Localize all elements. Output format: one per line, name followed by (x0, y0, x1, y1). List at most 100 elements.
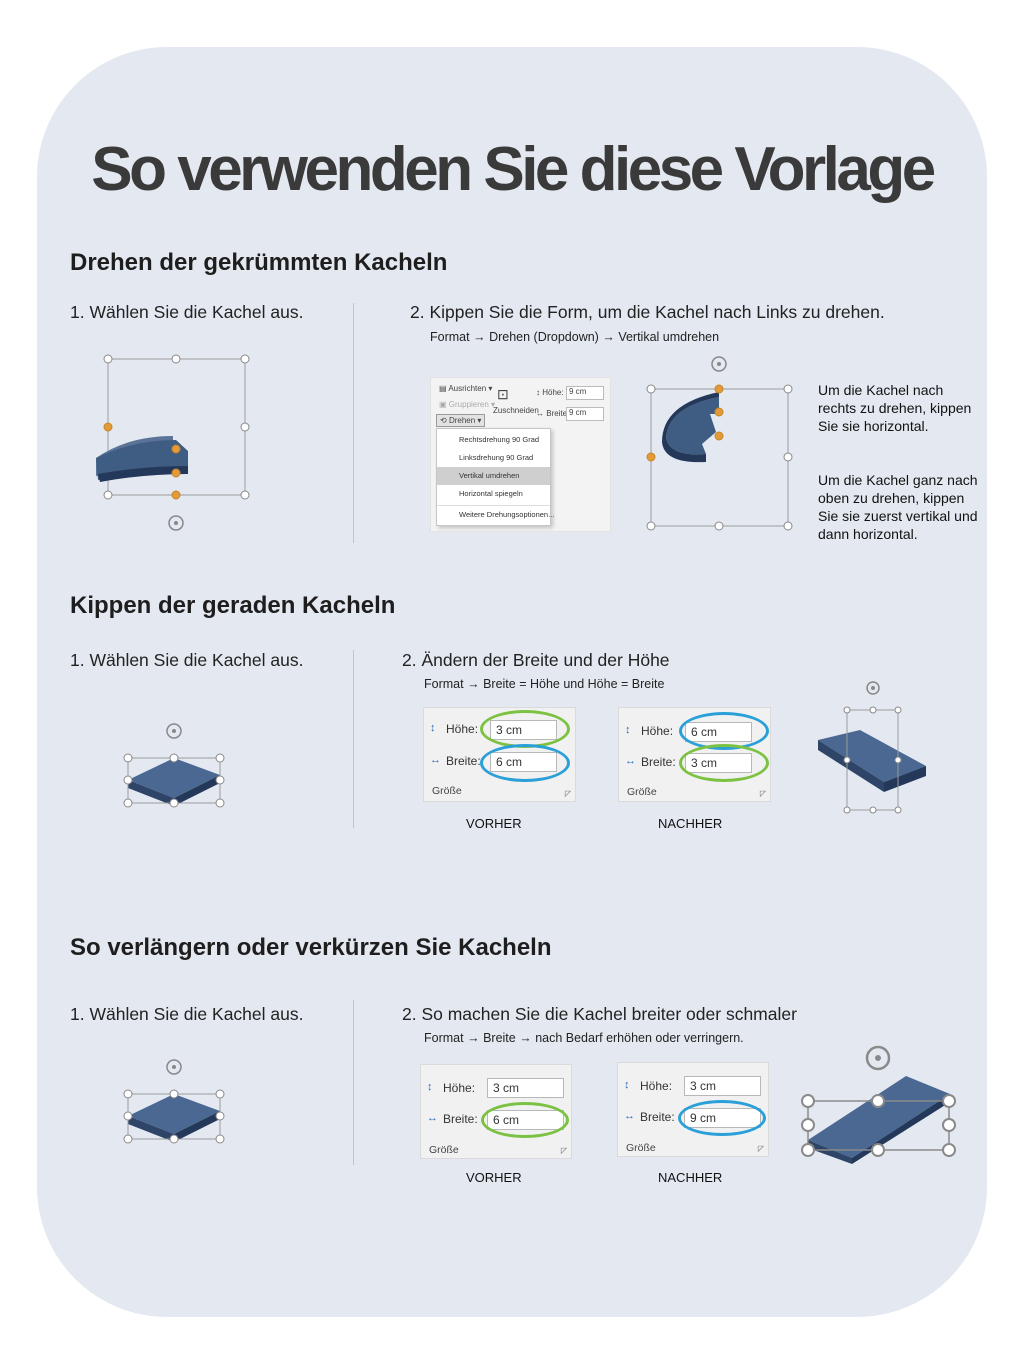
width-icon: ↔ (625, 755, 636, 767)
path-part: Format (424, 1031, 464, 1045)
ribbon-hoehe-input[interactable]: 9 cm (566, 386, 604, 400)
menu-path: Format Drehen (Dropdown) Vertikal umdreh… (430, 330, 719, 344)
size-panel-before: ↕ Höhe: 3 cm ↔ Breite: 6 cm Größe ◸ (420, 1064, 572, 1159)
straight-tile-selected[interactable] (118, 1054, 234, 1150)
ribbon-label: Drehen (448, 416, 476, 425)
dialog-launcher-icon[interactable]: ◸ (564, 789, 571, 798)
menu-item-flip-vertical[interactable]: Vertikal umdrehen (437, 467, 550, 485)
arrow-right-icon (473, 330, 486, 344)
step-2-width-change: 2. So machen Sie die Kachel breiter oder… (402, 1004, 797, 1024)
curved-tile-flipped[interactable] (640, 352, 800, 532)
menu-item-more-rotation[interactable]: Weitere Drehungsoptionen... (437, 505, 554, 524)
ribbon-ausrichten[interactable]: ▤ Ausrichten ▾ (439, 384, 493, 393)
path-part: Vertikal umdrehen (618, 330, 720, 344)
path-part: Format (424, 677, 464, 691)
menu-path: Format Breite nach Bedarf erhöhen oder v… (424, 1031, 744, 1045)
step-2-flip-shape: 2. Kippen Sie die Form, um die Kachel na… (410, 302, 885, 322)
ribbon-breite: ↔ Breite: (536, 409, 569, 418)
step-1-select-tile: 1. Wählen Sie die Kachel aus. (70, 302, 304, 322)
arrow-right-icon (467, 1031, 480, 1045)
divider-line (353, 1000, 354, 1165)
straight-tile-flipped[interactable] (812, 678, 932, 818)
height-input[interactable]: 3 cm (487, 1078, 564, 1098)
height-label: Höhe: (641, 724, 674, 738)
ribbon-breite-input[interactable]: 9 cm (566, 407, 604, 421)
height-icon: ↕ (536, 388, 540, 397)
caption-after: NACHHER (658, 1170, 723, 1185)
width-icon: ↔ (430, 754, 441, 766)
size-group-label: Größe (429, 1144, 459, 1156)
section-heading-extend-shorten: So verlängern oder verkürzen Sie Kacheln (70, 934, 552, 961)
menu-item-rotate-left[interactable]: Linksdrehung 90 Grad (459, 453, 534, 462)
width-icon: ↔ (427, 1112, 438, 1124)
ribbon-drehen-dropdown[interactable]: ⟲ Drehen ▾ (436, 414, 486, 427)
height-input[interactable]: 3 cm (684, 1076, 761, 1096)
height-label: Höhe: (640, 1079, 673, 1093)
height-label: Höhe: (443, 1081, 476, 1095)
divider-line (353, 650, 354, 828)
dialog-launcher-icon[interactable]: ◸ (560, 1146, 567, 1155)
width-label: Breite: (641, 755, 676, 769)
path-part: nach Bedarf erhöhen oder verringern. (535, 1031, 744, 1045)
format-ribbon-screenshot: ▤ Ausrichten ▾ ▣ Gruppieren ▾ ⟲ Drehen ▾… (430, 377, 611, 532)
width-label: Breite: (640, 1110, 675, 1124)
caption-before: VORHER (466, 816, 522, 831)
curved-tile-selected[interactable] (88, 348, 258, 538)
arrow-right-icon (519, 1031, 532, 1045)
rotate-handle-icon (711, 356, 727, 372)
height-icon: ↕ (430, 722, 436, 734)
rotate-handle-icon (166, 723, 182, 739)
width-icon: ↔ (536, 409, 544, 418)
size-panel-before: ↕ Höhe: 3 cm ↔ Breite: 6 cm Größe ◸ (423, 707, 576, 802)
size-group-label: Größe (626, 1142, 656, 1154)
highlight-ellipse-green (480, 710, 570, 748)
straight-tile-selected[interactable] (118, 718, 234, 814)
height-icon: ↕ (427, 1081, 433, 1093)
highlight-ellipse-blue (480, 744, 570, 782)
width-label: Breite: (443, 1112, 478, 1126)
note-rotate-up: Um die Kachel ganz nach oben zu drehen, … (818, 472, 978, 542)
section-heading-flip-straight: Kippen der geraden Kacheln (70, 592, 396, 619)
height-label: Höhe: (446, 722, 479, 736)
step-1-select-tile: 1. Wählen Sie die Kachel aus. (70, 1004, 304, 1024)
ribbon-zuschneiden[interactable]: Zuschneiden (493, 406, 539, 415)
highlight-ellipse-blue (678, 1100, 766, 1136)
dialog-launcher-icon[interactable]: ◸ (759, 789, 766, 798)
step-2-change-size: 2. Ändern der Breite und der Höhe (402, 650, 670, 670)
dialog-launcher-icon[interactable]: ◸ (757, 1144, 764, 1153)
note-rotate-right: Um die Kachel nach rechts zu drehen, kip… (818, 382, 972, 434)
highlight-ellipse-green (481, 1102, 569, 1138)
size-panel-after: ↕ Höhe: 3 cm ↔ Breite: 9 cm Größe ◸ (617, 1062, 769, 1157)
page-title: So verwenden Sie diese Vorlage (91, 135, 936, 204)
path-part: Drehen (Dropdown) (489, 330, 599, 344)
height-icon: ↕ (625, 724, 631, 736)
size-group-label: Größe (432, 785, 462, 797)
arrow-right-icon (467, 677, 480, 691)
ribbon-hoehe: ↕ Höhe: (536, 388, 564, 397)
divider-line (353, 303, 354, 543)
ribbon-label: Ausrichten (448, 384, 487, 393)
menu-path: Format Breite = Höhe und Höhe = Breite (424, 677, 664, 691)
rotate-handle-icon (865, 1045, 891, 1071)
extended-tile-selected[interactable] (796, 1040, 964, 1165)
height-icon: ↕ (624, 1079, 630, 1091)
arrow-right-icon (602, 330, 615, 344)
highlight-ellipse-green (679, 744, 769, 782)
ribbon-gruppieren[interactable]: ▣ Gruppieren ▾ (439, 400, 496, 409)
crop-icon: ⊡ (497, 386, 509, 402)
width-icon: ↔ (624, 1110, 635, 1122)
size-group-label: Größe (627, 786, 657, 798)
ribbon-label: Höhe: (542, 388, 564, 397)
size-panel-after: ↕ Höhe: 6 cm ↔ Breite: 3 cm Größe ◸ (618, 707, 771, 802)
rotate-handle-icon (168, 515, 184, 531)
path-part: Breite (483, 1031, 516, 1045)
rotate-handle-icon (166, 1059, 182, 1075)
caption-before: VORHER (466, 1170, 522, 1185)
caption-after: NACHHER (658, 816, 723, 831)
path-part: Breite = Höhe und Höhe = Breite (483, 677, 665, 691)
ribbon-label: Gruppieren (448, 400, 489, 409)
menu-item-flip-horizontal[interactable]: Horizontal spiegeln (459, 489, 523, 498)
menu-item-rotate-right[interactable]: Rechtsdrehung 90 Grad (459, 435, 540, 444)
width-label: Breite: (446, 754, 481, 768)
path-part: Format (430, 330, 470, 344)
